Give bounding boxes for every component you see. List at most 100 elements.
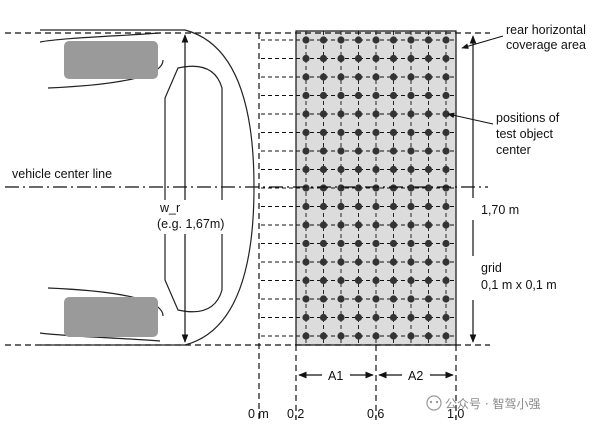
test-object-position-dot — [424, 239, 433, 248]
test-object-position-dot — [354, 221, 363, 229]
wechat-icon-dot — [429, 400, 433, 404]
test-object-position-dot — [442, 54, 450, 63]
test-object-position-dot — [354, 165, 363, 174]
test-object-position-dot — [389, 276, 398, 285]
test-object-position-dot — [372, 258, 380, 266]
test-object-position-dot — [372, 184, 380, 192]
test-object-position-dot — [442, 332, 450, 340]
axis-tick-0-2: 0,2 — [287, 407, 304, 421]
test-object-position-dot — [424, 258, 433, 266]
test-object-position-dot — [319, 165, 328, 174]
test-object-positions — [302, 36, 450, 340]
test-object-position-dot — [319, 295, 328, 303]
axis-tick-0-6: 0,6 — [367, 407, 384, 421]
test-object-position-dot — [354, 184, 363, 192]
test-object-position-dot — [337, 276, 345, 285]
test-object-position-dot — [372, 147, 380, 155]
label-background — [402, 366, 430, 384]
axis-tick-1-0: 1,0 — [447, 407, 464, 421]
test-object-position-dot — [319, 36, 328, 44]
test-object-position-dot — [442, 276, 450, 285]
test-object-position-dot — [442, 184, 450, 192]
test-object-position-dot — [442, 73, 450, 81]
test-object-position-dot — [354, 36, 363, 44]
test-object-position-dot — [424, 54, 433, 63]
test-object-position-dot — [424, 295, 433, 303]
test-object-position-dot — [407, 221, 415, 229]
test-object-position-dot — [424, 128, 433, 137]
test-object-position-dot — [372, 313, 380, 322]
test-object-position-dot — [372, 54, 380, 63]
test-object-position-dot — [424, 332, 433, 340]
test-object-position-dot — [319, 332, 328, 340]
test-object-position-dot — [407, 276, 415, 285]
test-object-position-dot — [302, 258, 310, 266]
test-object-position-dot — [354, 295, 363, 303]
test-object-position-dot — [337, 110, 345, 118]
test-object-position-dot — [302, 110, 310, 118]
test-object-position-dot — [354, 258, 363, 266]
test-object-position-dot — [442, 295, 450, 303]
test-object-position-dot — [354, 128, 363, 137]
test-object-position-dot — [389, 258, 398, 266]
test-object-position-dot — [319, 276, 328, 285]
test-object-position-dot — [337, 202, 345, 211]
test-object-position-dot — [424, 276, 433, 285]
test-object-position-dot — [372, 128, 380, 137]
test-object-position-dot — [407, 165, 415, 174]
test-object-position-dot — [442, 313, 450, 322]
test-object-position-dot — [389, 110, 398, 118]
label-background — [322, 366, 350, 384]
test-object-position-dot — [302, 165, 310, 174]
test-object-position-dot — [302, 332, 310, 340]
rear-coverage-label-line2: coverage area — [506, 38, 586, 52]
test-object-position-dot — [302, 221, 310, 229]
test-object-position-dot — [319, 221, 328, 229]
zone-a2-label: A2 — [408, 369, 423, 383]
test-object-position-dot — [407, 110, 415, 118]
test-object-position-dot — [319, 239, 328, 248]
grid-size-label: 0,1 m x 0,1 m — [481, 278, 557, 292]
vehicle-width-example: (e.g. 1,67m) — [157, 217, 224, 231]
test-object-position-dot — [442, 128, 450, 137]
test-object-position-dot — [372, 202, 380, 211]
test-object-position-dot — [302, 73, 310, 81]
test-object-position-dot — [302, 276, 310, 285]
test-object-position-dot — [337, 295, 345, 303]
test-object-position-dot — [389, 36, 398, 44]
test-object-position-dot — [442, 36, 450, 44]
test-object-position-dot — [442, 91, 450, 100]
test-object-position-dot — [389, 54, 398, 63]
test-object-position-dot — [442, 221, 450, 229]
test-object-position-dot — [389, 313, 398, 322]
test-object-position-dot — [389, 73, 398, 81]
test-object-position-dot — [389, 202, 398, 211]
test-object-position-dot — [442, 239, 450, 248]
grid-label: grid — [481, 261, 502, 275]
wechat-icon-dot — [435, 400, 439, 404]
test-object-position-dot — [424, 165, 433, 174]
test-object-position-dot — [372, 165, 380, 174]
test-object-position-dot — [302, 36, 310, 44]
test-object-position-dot — [372, 110, 380, 118]
rear-right-wheel — [64, 297, 158, 337]
test-object-position-dot — [354, 313, 363, 322]
test-object-position-dot — [407, 73, 415, 81]
test-object-position-dot — [372, 276, 380, 285]
test-object-position-dot — [424, 73, 433, 81]
label-background — [153, 200, 231, 234]
test-object-position-dot — [354, 73, 363, 81]
test-object-position-dot — [337, 258, 345, 266]
test-object-position-dot — [337, 313, 345, 322]
test-object-label-line2: test object — [496, 127, 554, 141]
zone-a1-label: A1 — [328, 369, 343, 383]
test-object-position-dot — [442, 202, 450, 211]
test-object-position-dot — [354, 147, 363, 155]
test-object-position-dot — [319, 202, 328, 211]
test-object-position-dot — [337, 221, 345, 229]
test-object-position-dot — [424, 147, 433, 155]
test-object-position-dot — [407, 147, 415, 155]
test-object-position-dot — [319, 54, 328, 63]
test-object-position-dot — [319, 147, 328, 155]
